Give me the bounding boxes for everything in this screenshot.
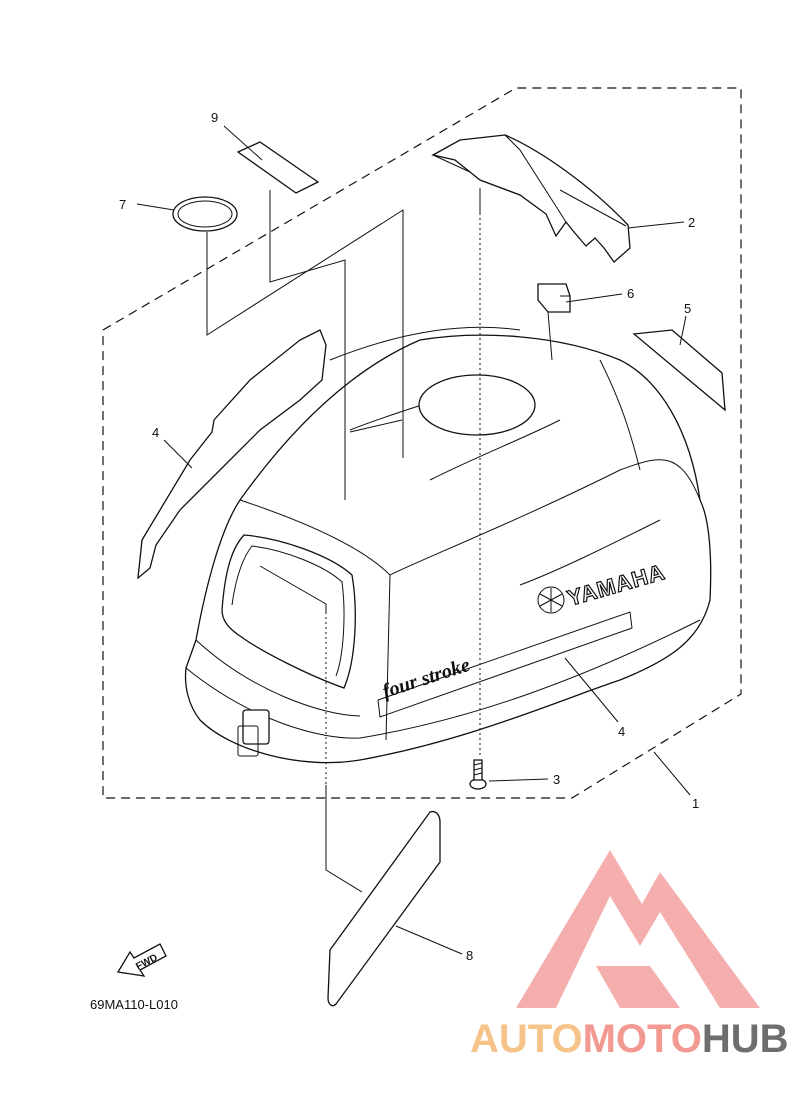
forward-arrow-icon: FWD [116,943,167,977]
part-number-8: 8 [466,948,473,963]
part-number-3: 3 [553,772,560,787]
watermark-logo-icon [516,850,760,1008]
top-cowling [184,326,712,764]
ring-seal [172,196,238,232]
label-5 [632,329,726,412]
watermark-text: AUTOMOTOHUB [470,1017,789,1061]
label-9 [236,141,320,194]
part-number-2: 2 [688,215,695,230]
part-number-9: 9 [211,110,218,125]
assembly-boundary [102,87,742,799]
clip-6 [537,283,571,313]
part-number-4-left: 4 [152,425,159,440]
part-number-1: 1 [692,796,699,811]
part-number-4-right: 4 [618,724,625,739]
part-number-6: 6 [627,286,634,301]
screw-3 [469,759,487,790]
top-handle [431,134,631,263]
diagram-code: 69MA110-L010 [90,997,178,1012]
part-number-7: 7 [119,197,126,212]
side-panel-8 [327,810,441,1007]
side-stripe-decal [137,329,327,580]
part-number-5: 5 [684,301,691,316]
